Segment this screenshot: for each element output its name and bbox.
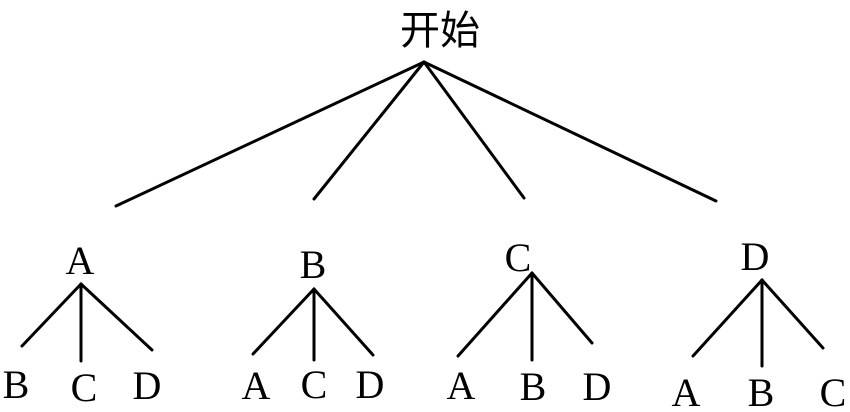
root-label: 开始 [400, 8, 480, 54]
branch-c-edge-1 [456, 271, 534, 358]
branch-c-label: C [505, 235, 532, 280]
root-edge-a [114, 60, 426, 208]
root-edge-b [312, 60, 426, 201]
branch-d-child-2: B [748, 370, 775, 412]
branch-a-child-3: D [133, 363, 162, 408]
branch-b-child-3: D [356, 362, 385, 407]
branch-b-child-2: C [301, 362, 328, 407]
branch-a-child-2: C [71, 365, 98, 410]
branch-b-edge-1 [251, 287, 316, 356]
root-edge-c [422, 60, 526, 200]
branch-b-child-1: A [242, 363, 271, 408]
branch-d-child-1: A [672, 370, 701, 412]
branch-d-child-3: C [820, 370, 847, 412]
branch-b-edge-3 [312, 287, 375, 357]
branch-b-label: B [300, 242, 327, 287]
branch-a-label: A [66, 238, 95, 283]
branch-a-child-1: B [3, 362, 30, 407]
root-edge-d [422, 60, 718, 203]
branch-c-child-1: A [447, 363, 476, 408]
branch-d-edge-3 [760, 278, 825, 350]
branch-a-edge-3 [79, 282, 154, 352]
branch-a-edge-1 [20, 282, 83, 348]
branch-c-edge-3 [530, 271, 594, 345]
branch-d-edge-1 [691, 278, 764, 358]
branch-c-child-3: D [583, 364, 612, 409]
branch-c-child-2: B [520, 364, 547, 409]
branch-d-label: D [741, 234, 770, 279]
